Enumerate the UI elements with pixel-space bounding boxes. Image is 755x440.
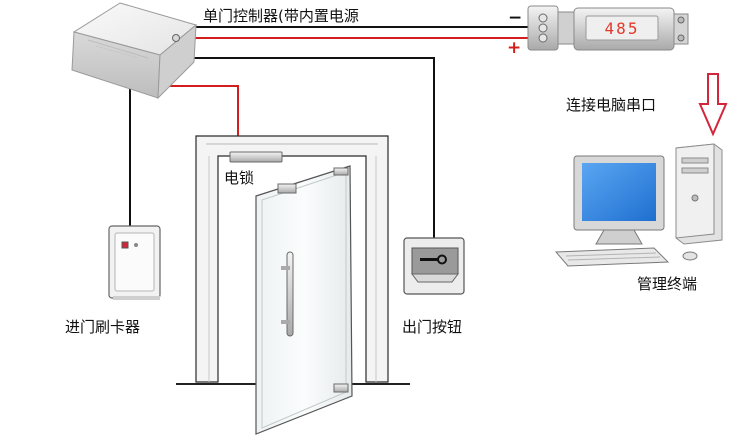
key-icon — [437, 254, 447, 265]
door-assembly — [176, 135, 410, 435]
card-reader-label: 进门刷卡器 — [65, 318, 140, 336]
exit-button-device — [403, 237, 465, 295]
computer-icon — [554, 143, 723, 267]
terminal-label: 管理终端 — [637, 275, 697, 293]
converter-plus-sign: + — [507, 38, 521, 58]
power-wire-to-lock — [168, 85, 239, 155]
down-arrow-icon — [698, 73, 728, 137]
controller-lock-icon — [172, 34, 180, 42]
glass-door — [255, 165, 353, 435]
wiring — [129, 26, 535, 238]
monitor-screen — [582, 163, 656, 221]
controller-label: 单门控制器(带内置电源 — [203, 7, 359, 25]
lock-label: 电锁 — [224, 169, 254, 187]
converter-display — [585, 15, 659, 41]
signal-wire-to-exit-button — [180, 57, 435, 238]
rs485-converter — [527, 5, 689, 51]
card-reader-indicator-icon — [134, 243, 138, 247]
exit-button-label: 出门按钮 — [402, 318, 462, 336]
pc-port-label: 连接电脑串口 — [566, 96, 656, 114]
card-reader — [108, 225, 161, 300]
converter-display-digits: 485 — [605, 19, 640, 38]
door-handle — [286, 251, 294, 337]
controller-box — [71, 2, 198, 100]
electric-lock — [229, 151, 283, 163]
converter-minus-sign: − — [508, 8, 522, 28]
